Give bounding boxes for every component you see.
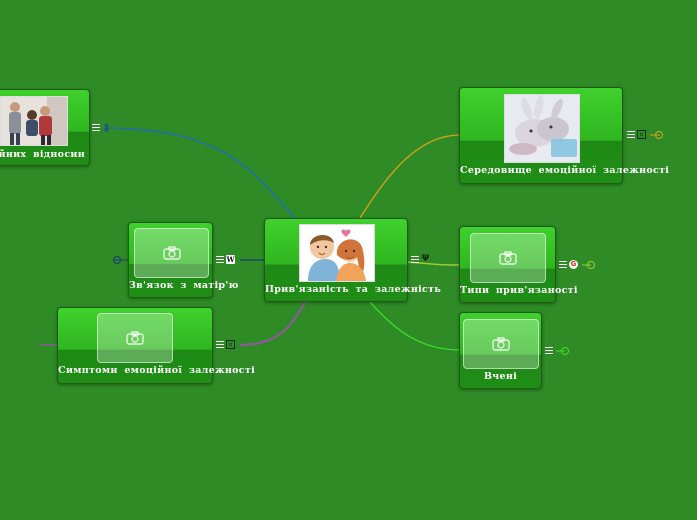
symptoms-photo-placeholder <box>97 313 173 363</box>
connection-scientists <box>370 302 460 350</box>
family-photo <box>0 96 68 146</box>
environment-photo <box>504 94 580 163</box>
types-collapse-dot[interactable] <box>587 261 595 269</box>
node-environment-label: Середовище емоційної залежності <box>460 165 622 176</box>
mother-collapse-dot[interactable] <box>113 256 121 264</box>
psi-icon[interactable]: Ψ <box>421 255 430 264</box>
node-scientists-tools <box>545 347 553 355</box>
person-icon[interactable] <box>102 123 111 132</box>
menu-icon[interactable] <box>545 347 553 355</box>
center-photo <box>299 224 375 282</box>
node-symptoms[interactable]: Симптоми емоційної залежності <box>57 307 213 384</box>
menu-icon[interactable] <box>411 256 419 264</box>
scientists-collapse-dot[interactable] <box>561 347 569 355</box>
node-environment-tools: ▫ <box>627 130 646 139</box>
menu-icon[interactable] <box>92 124 100 132</box>
node-symptoms-tools: ▫ <box>216 340 235 349</box>
camera-icon <box>499 251 517 265</box>
camera-icon <box>492 337 510 351</box>
node-center[interactable]: Прив'язаність та залежність <box>264 218 408 302</box>
menu-icon[interactable] <box>216 256 224 264</box>
wikipedia-icon[interactable]: W <box>226 255 235 264</box>
node-center-label: Прив'язаність та залежність <box>265 284 407 295</box>
node-mother-label: Зв'язок з матір'ю <box>129 280 212 291</box>
node-environment[interactable]: Середовище емоційної залежності <box>459 87 623 184</box>
google-icon[interactable]: G <box>569 260 578 269</box>
environment-collapse-dot[interactable] <box>655 131 663 139</box>
node-types-label: Типи прив'язаності <box>460 285 555 296</box>
node-family[interactable]: сімейних відносин <box>0 89 90 166</box>
node-family-label: сімейних відносин <box>0 149 85 160</box>
note-icon[interactable]: ▫ <box>226 340 235 349</box>
menu-icon[interactable] <box>216 341 224 349</box>
node-mother-tools: W <box>216 255 235 264</box>
menu-icon[interactable] <box>559 261 567 269</box>
node-scientists-label: Вчені <box>460 371 541 382</box>
scientists-photo-placeholder <box>463 319 539 369</box>
note-icon[interactable]: ▫ <box>637 130 646 139</box>
node-scientists[interactable]: Вчені <box>459 312 542 389</box>
node-types-tools: G <box>559 260 578 269</box>
node-family-tools <box>92 123 111 132</box>
camera-icon <box>163 246 181 260</box>
camera-icon <box>126 331 144 345</box>
node-mother[interactable]: Зв'язок з матір'ю <box>128 222 213 298</box>
mother-photo-placeholder <box>134 228 209 278</box>
connection-symptoms <box>240 302 305 345</box>
types-photo-placeholder <box>470 233 546 283</box>
connection-family <box>110 128 295 218</box>
node-symptoms-label: Симптоми емоційної залежності <box>58 365 212 376</box>
node-center-tools: Ψ <box>411 255 430 264</box>
menu-icon[interactable] <box>627 131 635 139</box>
node-types[interactable]: Типи прив'язаності <box>459 226 556 303</box>
connection-environment <box>360 135 460 218</box>
